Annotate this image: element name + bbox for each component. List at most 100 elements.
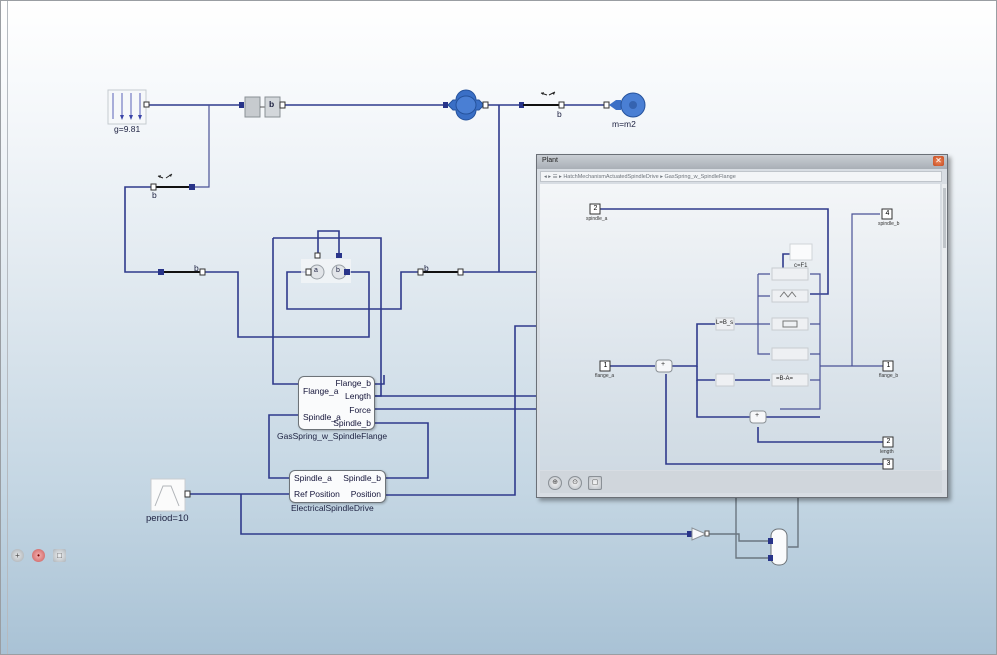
output-label-length: length [880,449,894,455]
wire-right-bus [780,273,821,410]
port-ref-position[interactable]: Ref Position [294,489,340,499]
gravity-field-icon[interactable] [107,89,150,125]
right-rod-mid-icon[interactable] [417,268,464,276]
zoom-fit-icon[interactable]: □ [53,549,66,562]
wire-to-force [665,374,883,465]
wire-spindle-a [268,414,298,479]
constant-block [789,243,813,261]
rotating-mass-icon[interactable] [443,89,489,121]
wire-sum-to-gain [672,323,715,367]
block-a [771,267,809,281]
body-mass-icon[interactable] [603,92,646,118]
input-num-spindle-a: 2 [593,205,598,212]
wire-flange-b [373,375,385,385]
wire-feedback-mux [707,533,771,542]
output-port-flange-b [882,360,894,372]
breadcrumb[interactable]: ◂ ▸ ☰ ▸ HatchMechanismActuatedSpindleDri… [540,171,942,182]
output-port-force [882,458,894,470]
trapezoid-signal-icon[interactable] [150,478,191,512]
sub-zoom-region-icon[interactable]: ⊙ [568,476,582,490]
wire-revolute-left-flange [272,238,298,385]
input-port-flange-a[interactable] [599,360,611,372]
wire-revolute-loop-outer [205,271,370,338]
gain-l-block [715,317,735,331]
rod-icon[interactable] [519,91,565,109]
port-spindle-a[interactable]: Spindle_a [303,412,341,422]
scrollbar-thumb[interactable] [943,188,946,248]
clutch-port-label: b [269,99,275,109]
gas-spring-block[interactable]: Flange_a Spindle_a Flange_b Length Force… [298,376,375,430]
subwindow-titlebar[interactable]: Plant ✕ [537,155,947,169]
output-port-length [882,436,894,448]
gravity-label: g=9.81 [114,124,141,134]
subwindow-canvas[interactable]: 2 spindle_a 1 flange_a 4 spindle_b 1 fla… [540,184,940,470]
wire-position-out [384,325,541,496]
port-force[interactable]: Force [349,405,371,415]
wire-sum-to-sum2 [696,380,750,418]
wire-left-bus [757,274,770,355]
input-label-flange-a: flange_a [595,373,615,379]
plant-subwindow[interactable]: Plant ✕ ◂ ▸ ☰ ▸ HatchMechanismActuatedSp… [536,154,948,498]
output-num-length: 2 [886,438,891,445]
sum1-block [655,359,673,373]
wire-to-length [757,427,883,443]
sub-zoom-in-icon[interactable]: ⊕ [548,476,562,490]
mass-label: m=m2 [612,119,636,129]
trapezoid-label: period=10 [146,513,189,524]
wire-right-taps [810,323,820,381]
port-spindle-a-drive[interactable]: Spindle_a [294,473,332,483]
output-port-spindle-b [881,208,893,220]
wire-to-spindle-b [851,213,880,366]
constant-label: c=F1 [794,263,808,269]
mux-block-icon[interactable] [768,528,788,566]
port-position[interactable]: Position [350,489,381,499]
right-rod-mid-port-label: b [424,263,429,273]
wire-sum-to-f [696,366,715,381]
output-label-flange-b: flange_b [879,373,899,379]
wire-to-feedback [240,494,691,535]
wire-revolute-top-ports [317,230,340,256]
left-rod-upper-port-label: b [152,190,157,200]
input-label-spindle-a: spindle_a [586,216,608,222]
canvas-left-border [7,1,8,654]
rod-port-label: b [557,109,562,119]
wire-revolute-inner-loop [286,271,421,310]
clutch-icon[interactable] [239,96,286,118]
wire-left-rod-link [124,186,161,273]
left-rod-lower-icon[interactable] [158,268,206,276]
zoom-in-icon[interactable]: + [11,549,24,562]
port-flange-a[interactable]: Flange_a [303,386,339,396]
close-icon[interactable]: ✕ [933,156,944,166]
subwindow-toolbar: ⊕ ⊙ ▢ [540,471,942,493]
output-num-spindle-b: 4 [885,210,890,217]
sum1-label: + [661,361,666,368]
input-num-flange-a: 1 [603,362,608,369]
wire-bus-taps [758,273,770,297]
block-e [771,373,809,387]
port-spindle-b-drive[interactable]: Spindle_b [343,473,381,483]
gain-f-block [715,373,735,387]
left-rod-upper-icon[interactable] [150,173,195,191]
left-rod-lower-port-label: b [194,263,199,273]
wire-spindle-a-in [600,208,829,295]
input-port-spindle-a[interactable] [589,203,601,215]
zoom-region-icon[interactable]: • [32,549,45,562]
gain-triangle-icon[interactable] [687,527,710,541]
port-flange-b[interactable]: Flange_b [335,378,371,388]
spindle-drive-block[interactable]: Spindle_a Ref Position Spindle_b Positio… [289,470,386,503]
port-spindle-b[interactable]: Spindle_b [333,418,371,428]
port-length[interactable]: Length [345,391,371,401]
revolute-joint-icon[interactable] [301,252,351,283]
wire-mux-out [788,497,799,548]
gas-spring-name: GasSpring_w_SpindleFlange [277,431,388,441]
gain-f-label: =B-A= [776,376,794,382]
sub-zoom-fit-icon[interactable]: ▢ [588,476,602,490]
revolute-port-b: b [336,267,340,274]
block-b [771,289,809,303]
wire-branch-left-upper [193,105,210,188]
block-d [771,347,809,361]
vertical-scrollbar[interactable] [942,184,947,470]
output-num-force: 3 [886,460,891,467]
